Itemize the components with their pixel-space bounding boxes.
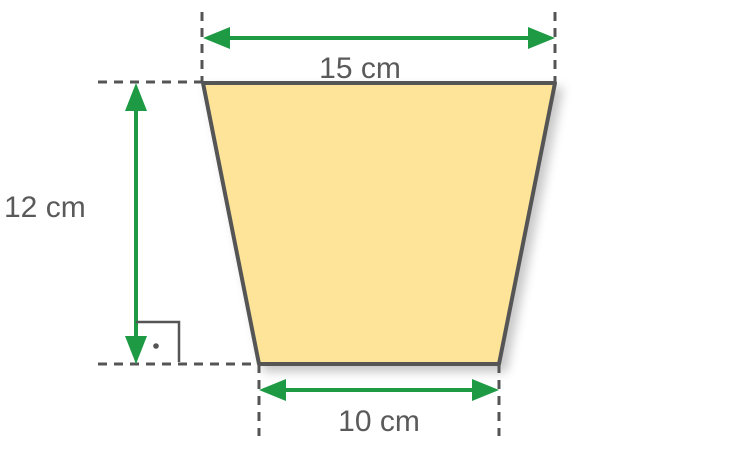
bottom-side-label: 10 cm — [338, 405, 420, 438]
height-dimension-arrow — [125, 83, 147, 364]
guide-lines — [98, 12, 557, 436]
top-side-label: 15 cm — [319, 52, 401, 85]
height-label: 12 cm — [4, 191, 86, 224]
right-angle-marker — [136, 320, 181, 362]
trapezoid-shape — [201, 81, 557, 366]
top-dimension-arrow — [203, 27, 555, 49]
bottom-dimension-arrow — [259, 379, 499, 401]
right-angle-dot — [153, 343, 159, 349]
